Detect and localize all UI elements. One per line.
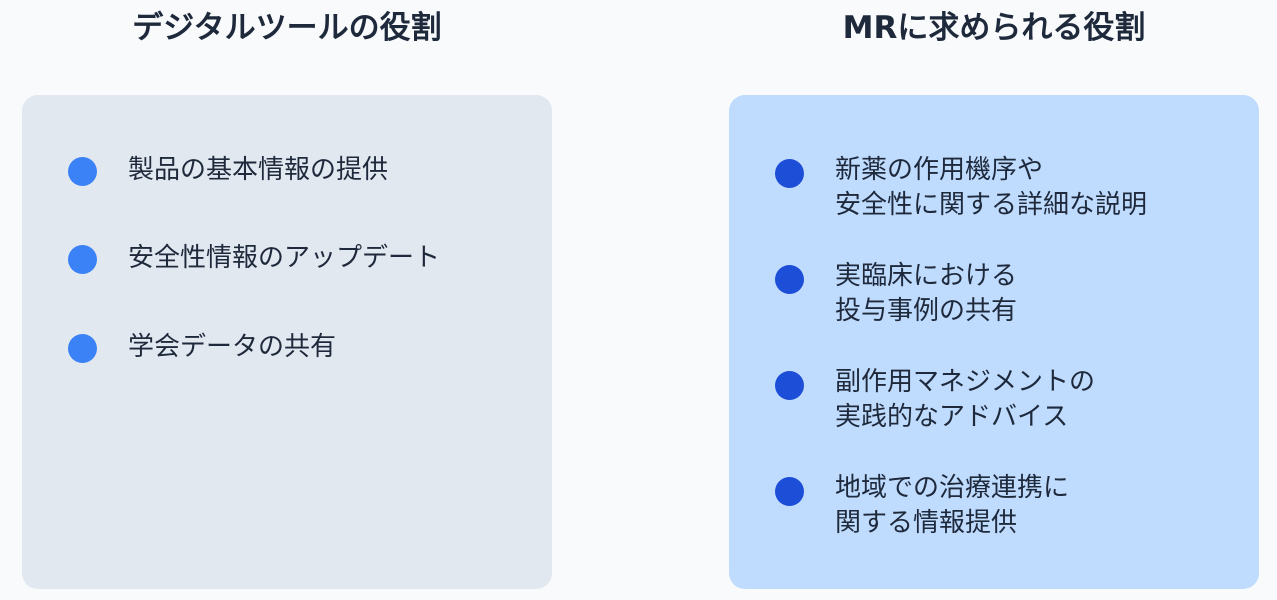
bullet-dot-icon [68, 334, 97, 363]
list-item: 学会データの共有 [68, 332, 336, 365]
bullet-dot-icon [775, 371, 804, 400]
list-item-line: 地域での治療連携に [835, 473, 1070, 503]
list-item-line: 実践的なアドバイス [835, 402, 1069, 432]
list-item-text: 実臨床における 投与事例の共有 [835, 259, 1017, 329]
bullet-dot-icon [68, 157, 97, 186]
list-item-line: 投与事例の共有 [835, 296, 1018, 326]
list-item-line: 関する情報提供 [835, 508, 1018, 538]
bullet-dot-icon [775, 159, 804, 188]
list-item: 実臨床における 投与事例の共有 [775, 261, 1017, 329]
bullet-dot-icon [68, 245, 97, 274]
list-item-text: 学会データの共有 [128, 330, 336, 365]
list-item-line: 実臨床における [835, 261, 1018, 291]
list-item: 地域での治療連携に 関する情報提供 [775, 473, 1069, 541]
list-item: 副作用マネジメントの 実践的なアドバイス [775, 367, 1095, 435]
list-item: 安全性情報のアップデート [68, 243, 440, 276]
list-item-text: 製品の基本情報の提供 [128, 153, 388, 188]
digital-tools-panel: 製品の基本情報の提供 安全性情報のアップデート 学会データの共有 [22, 95, 552, 589]
right-column-title: MRに求められる役割 [842, 10, 1146, 46]
list-item-line: 副作用マネジメントの [835, 367, 1096, 397]
mr-role-panel: 新薬の作用機序や 安全性に関する詳細な説明 実臨床における 投与事例の共有 副作… [729, 95, 1259, 589]
bullet-dot-icon [775, 477, 804, 506]
left-column-title: デジタルツールの役割 [132, 10, 442, 46]
bullet-dot-icon [775, 265, 804, 294]
list-item-line: 安全性に関する詳細な説明 [835, 190, 1148, 220]
list-item-text: 副作用マネジメントの 実践的なアドバイス [835, 365, 1095, 435]
list-item-text: 地域での治療連携に 関する情報提供 [835, 471, 1069, 541]
list-item-line: 安全性情報のアップデート [128, 243, 441, 273]
list-item-line: 新薬の作用機序や [835, 155, 1044, 185]
list-item: 製品の基本情報の提供 [68, 155, 388, 188]
list-item-text: 安全性情報のアップデート [128, 241, 440, 276]
list-item-text: 新薬の作用機序や 安全性に関する詳細な説明 [835, 153, 1147, 223]
list-item: 新薬の作用機序や 安全性に関する詳細な説明 [775, 155, 1147, 223]
list-item-line: 製品の基本情報の提供 [128, 155, 389, 185]
list-item-line: 学会データの共有 [128, 332, 337, 362]
